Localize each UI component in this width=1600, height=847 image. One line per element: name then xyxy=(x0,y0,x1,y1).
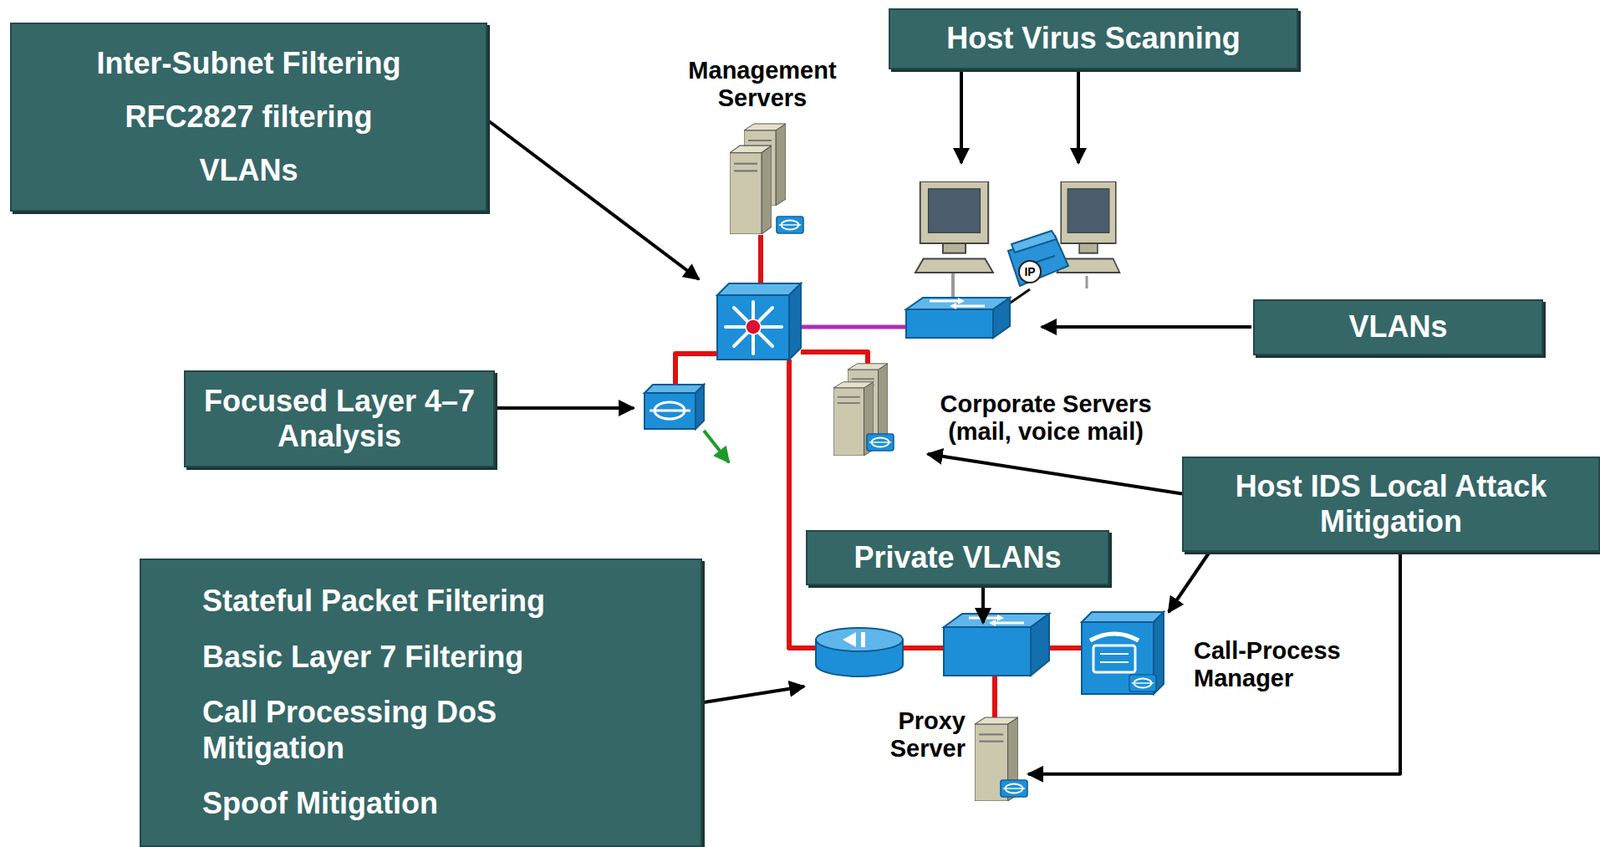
callout-text: VLANs xyxy=(1348,309,1448,345)
arrow-connector xyxy=(927,453,1183,494)
callout-box: Host Virus Scanning xyxy=(888,8,1299,70)
callout-box: VLANs xyxy=(1253,299,1544,356)
phone-badge: IP xyxy=(1018,259,1042,284)
callout-text: Private VLANs xyxy=(853,540,1061,576)
callout-box: Private VLANs xyxy=(805,529,1110,586)
device-label: Corporate Servers (mail, voice mail) xyxy=(912,390,1180,447)
proxy-server: Proxy Server xyxy=(861,707,1029,803)
callout-text: Host IDS Local Attack Mitigation xyxy=(1208,468,1574,541)
callout-box: Focused Layer 4–7 Analysis xyxy=(183,370,495,468)
callout-text: Host Virus Scanning xyxy=(946,20,1240,57)
callout-text: Basic Layer 7 Filtering xyxy=(202,639,524,675)
callout-text: Stateful Packet Filtering xyxy=(202,583,546,619)
call-manager: Call-Process Manager xyxy=(1081,611,1388,704)
callout-text: VLANs xyxy=(198,152,298,189)
callout-text: RFC2827 filtering xyxy=(124,99,372,135)
callout-box: Host IDS Local Attack Mitigation xyxy=(1182,456,1600,552)
device-label: Proxy Server xyxy=(861,707,966,764)
arrow-connector xyxy=(1168,551,1210,612)
callout-text: Inter-Subnet Filtering xyxy=(96,45,402,82)
server-group: Management Servers xyxy=(662,56,865,119)
callout-text: Call Processing DoS Mitigation xyxy=(202,694,621,766)
callout-text: Spoof Mitigation xyxy=(202,785,439,821)
server-group: Corporate Servers (mail, voice mail) xyxy=(831,361,1188,454)
device-label: Call-Process Manager xyxy=(1193,636,1386,693)
callout-text: Focused Layer 4–7 Analysis xyxy=(197,383,482,455)
device-label: Management Servers xyxy=(662,56,863,113)
callout-box: Inter-Subnet FilteringRFC2827 filteringV… xyxy=(10,22,488,212)
callout-box: Stateful Packet FilteringBasic Layer 7 F… xyxy=(139,558,703,847)
